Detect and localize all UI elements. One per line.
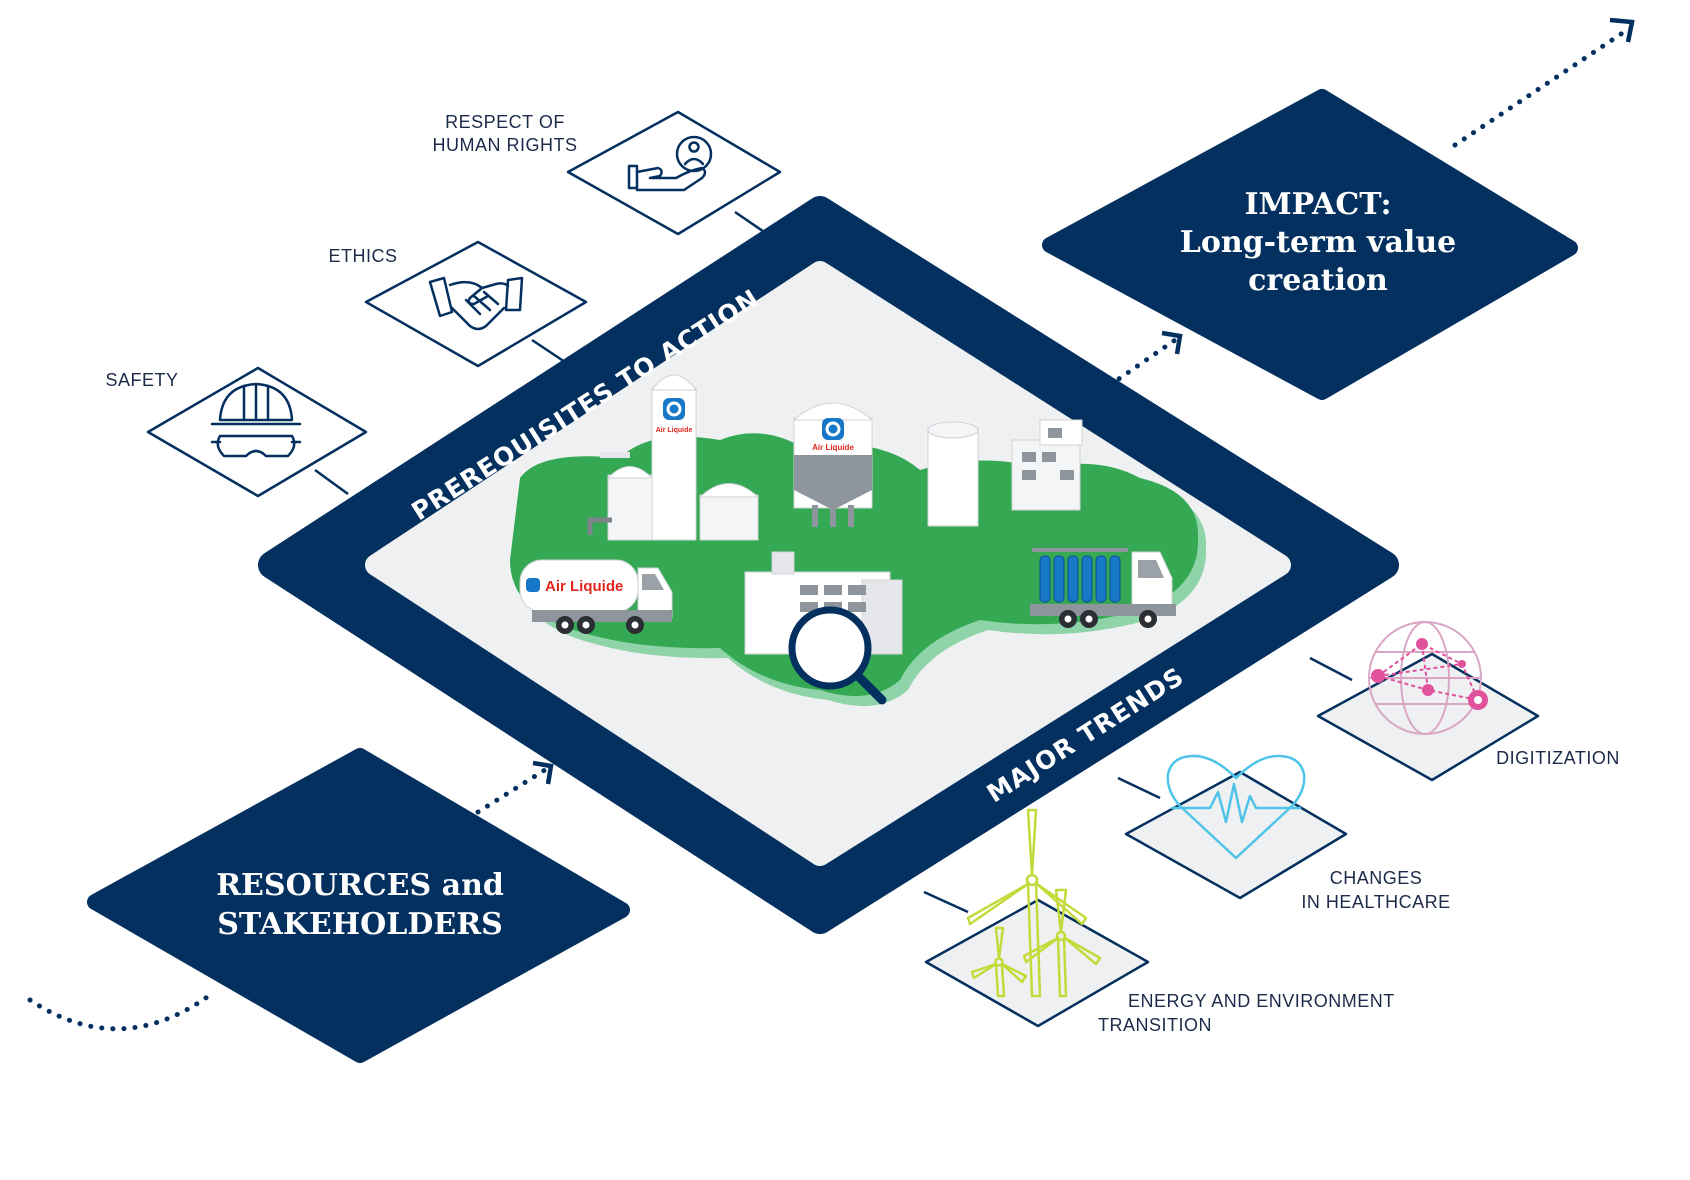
arrow-head-icon [1161, 330, 1183, 355]
trend-tiles: DIGITIZATION CHANGES IN HEALTHCARE [923, 621, 1620, 1035]
connector-line [314, 468, 349, 496]
arrow-head-icon [1609, 17, 1635, 43]
safety-tile: SAFETY [105, 366, 368, 498]
tile-outline [146, 366, 368, 498]
arrow-heads [532, 17, 1635, 785]
magnifier-icon [788, 606, 887, 705]
connector-line [531, 338, 566, 364]
safety-label: SAFETY [105, 370, 178, 390]
energy-tile: ENERGY AND ENVIRONMENT TRANSITION [924, 808, 1395, 1035]
svg-text:Air Liquide: Air Liquide [812, 443, 854, 452]
tall-column-tank: Air Liquide [651, 374, 697, 541]
impact-diamond: IMPACT: Long-term value creation [1042, 89, 1578, 400]
resources-diamond: RESOURCES and STAKEHOLDERS [87, 748, 630, 1063]
impact-diamond-shape [1042, 89, 1578, 400]
human-rights-label-line1: RESPECT OF [445, 112, 565, 132]
cylinder-truck [1030, 548, 1176, 628]
network-nodes [1371, 638, 1488, 710]
connector-line [734, 210, 771, 238]
industrial-scene: Air Liquide Air Liquide [510, 374, 1207, 707]
impact-title: IMPACT: [1244, 187, 1391, 222]
small-building [1011, 419, 1083, 511]
connector-line [1309, 656, 1353, 682]
silo-tank: Air Liquide [792, 402, 874, 527]
digitization-tile: DIGITIZATION [1316, 621, 1620, 782]
center-to-impact-arrow [1107, 335, 1181, 388]
tile-outline [1316, 652, 1540, 782]
tile-outline [566, 110, 782, 236]
tile-outline [924, 898, 1150, 1028]
healthcare-label-line1: CHANGES [1330, 868, 1423, 888]
ethics-label: ETHICS [328, 246, 397, 266]
bottom-left-dotted-curve [27, 992, 213, 1032]
small-tank [587, 452, 654, 541]
svg-text:Air Liquide: Air Liquide [545, 578, 623, 595]
resources-to-center-arrow [475, 765, 551, 815]
tile-outline [1124, 770, 1348, 900]
handshake-icon [428, 276, 524, 331]
human-rights-tile: RESPECT OF HUMAN RIGHTS [433, 110, 782, 236]
impact-subtitle-line2: creation [1248, 263, 1388, 298]
resources-diamond-shape [87, 748, 630, 1063]
human-rights-label-line2: HUMAN RIGHTS [433, 135, 578, 155]
svg-text:Air Liquide: Air Liquide [656, 427, 693, 434]
dome-tank [698, 483, 760, 541]
healthcare-tile: CHANGES IN HEALTHCARE [1124, 754, 1450, 912]
tanker-truck: Air Liquide [519, 559, 673, 634]
connector-line [1117, 776, 1161, 800]
energy-label-line1: ENERGY AND ENVIRONMENT [1128, 991, 1395, 1011]
heart-pulse-icon [1166, 754, 1306, 860]
arrow-head-icon [532, 760, 554, 785]
hand-person-icon [627, 135, 713, 192]
connector-line [923, 890, 969, 914]
healthcare-label-line2: IN HEALTHCARE [1301, 892, 1450, 912]
cylinder-tank [927, 421, 979, 527]
digitization-label: DIGITIZATION [1496, 748, 1620, 768]
resources-title-line1: RESOURCES and [216, 868, 504, 903]
ethics-tile: ETHICS [328, 240, 588, 368]
helmet-goggles-icon [210, 382, 302, 458]
prerequisite-tiles: RESPECT OF HUMAN RIGHTS ETHICS [105, 110, 782, 498]
globe-network-icon [1368, 621, 1482, 735]
wind-turbine-icon [966, 808, 1102, 998]
resources-title-line2: STAKEHOLDERS [217, 907, 503, 942]
impact-to-corner-arrow [1452, 25, 1633, 148]
energy-label-line2: TRANSITION [1098, 1015, 1212, 1035]
flow-arrows [27, 25, 1633, 1032]
impact-subtitle-line1: Long-term value [1180, 225, 1456, 260]
